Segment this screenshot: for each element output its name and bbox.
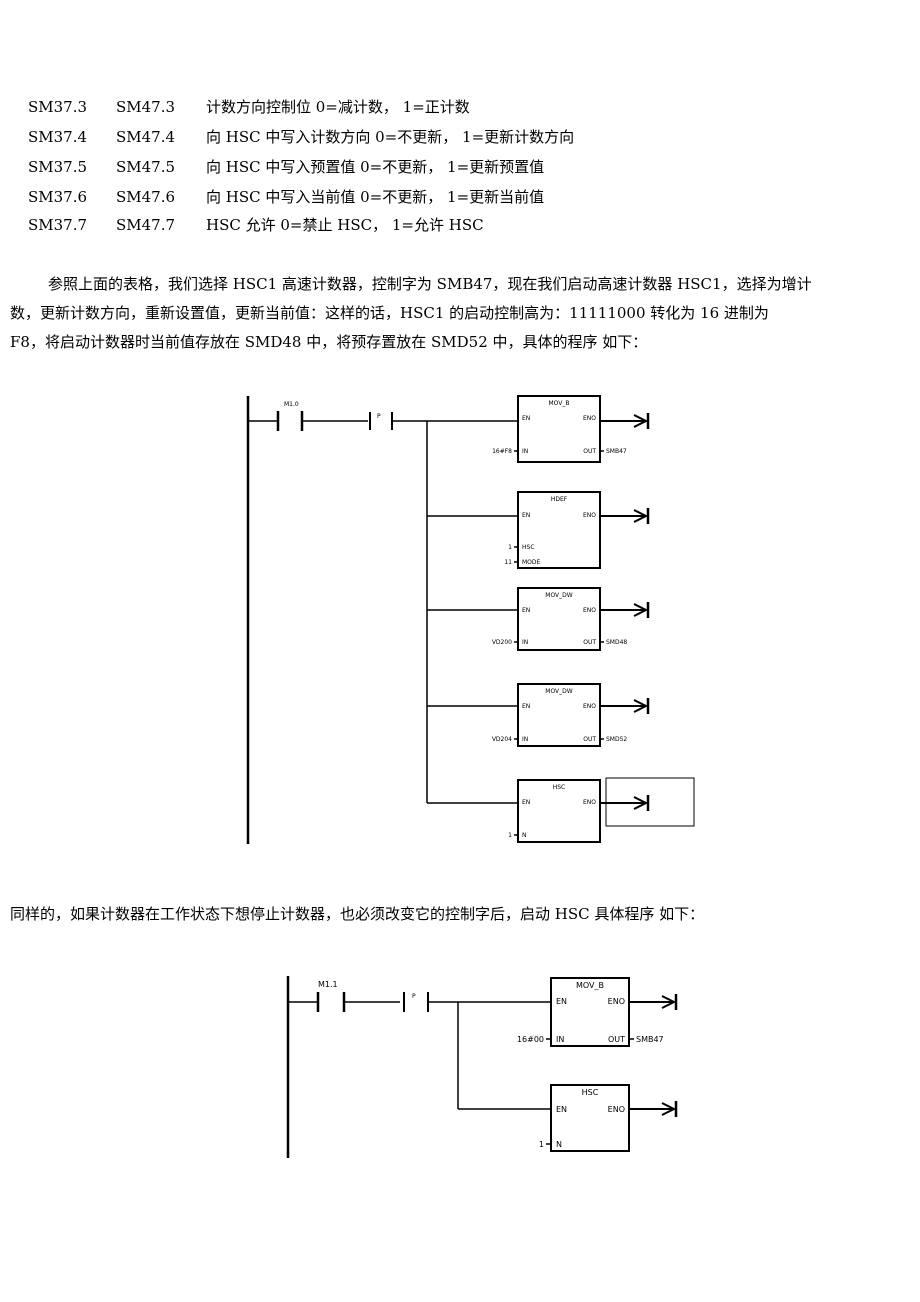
in-value: 16#00 <box>517 1035 544 1044</box>
paragraph-line: 参照上面的表格，我们选择 HSC1 高速计数器，控制字为 SMB47，现在我们启… <box>48 275 812 293</box>
in-pin: IN <box>522 639 528 646</box>
mode-value: 11 <box>504 559 512 566</box>
branch-wires <box>457 1002 551 1110</box>
block-title: HDEF <box>551 496 568 503</box>
n-value: 1 <box>508 832 512 839</box>
sm47-bit: SM47.3 <box>116 98 176 116</box>
mode-pin: MODE <box>522 559 541 566</box>
ladder-diagram-1: M1.0 P MOV_B EN ENO IN OUT 16#F8 SMB47 H… <box>246 395 695 844</box>
paragraph-line: F8，将启动计数器时当前值存放在 SMD48 中，将预存置放在 SMD52 中，… <box>10 333 648 351</box>
bit-description: 计数方向控制位 0=减计数， 1=正计数 <box>206 98 470 116</box>
mov-b-block: MOV_B EN ENO IN OUT 16#F8 SMB47 <box>492 395 650 463</box>
sm37-bit: SM37.7 <box>28 216 88 234</box>
n-pin: N <box>522 832 527 839</box>
block-title: MOV_DW <box>545 688 573 695</box>
out-pin: OUT <box>583 736 596 743</box>
hsc-block: HSC EN ENO N 1 <box>508 777 695 843</box>
m10-contact: M1.0 <box>248 401 368 431</box>
out-value: SMD48 <box>606 639 627 646</box>
contact-label: M1.0 <box>284 401 299 408</box>
bit-description: HSC 允许 0=禁止 HSC， 1=允许 HSC <box>206 216 484 234</box>
hsc-value: 1 <box>508 544 512 551</box>
in-value: 16#F8 <box>492 448 512 455</box>
in-pin: IN <box>556 1035 564 1044</box>
en-pin: EN <box>522 607 530 614</box>
out-value: SMB47 <box>606 448 627 455</box>
eno-pin: ENO <box>583 799 596 806</box>
in-value: VD204 <box>492 736 512 743</box>
mov-dw-block: MOV_DW EN ENO IN OUT VD204 SMD52 <box>492 683 650 747</box>
block-title: HSC <box>582 1088 599 1097</box>
sm47-bit: SM47.4 <box>116 128 176 146</box>
sm47-bit: SM47.6 <box>116 188 176 206</box>
sm47-bit: SM47.5 <box>116 158 176 176</box>
contact-label: M1.1 <box>318 980 338 989</box>
paragraph-line: 数，更新计数方向，重新设置值，更新当前值：这样的话，HSC1 的启动控制高为：1… <box>10 304 769 322</box>
hsc-block: HSC EN ENO N 1 <box>539 1084 678 1152</box>
edge-label: P <box>412 993 416 1000</box>
block-title: MOV_DW <box>545 592 573 599</box>
out-pin: OUT <box>608 1035 625 1044</box>
bit-description: 向 HSC 中写入预置值 0=不更新， 1=更新预置值 <box>206 158 545 176</box>
positive-edge-contact: P <box>403 992 551 1012</box>
mov-b-block: MOV_B EN ENO IN OUT 16#00 SMB47 <box>517 977 678 1047</box>
out-value: SMB47 <box>636 1035 664 1044</box>
eno-pin: ENO <box>608 997 625 1006</box>
block-title: HSC <box>553 784 566 791</box>
n-pin: N <box>556 1140 562 1149</box>
bit-description: 向 HSC 中写入计数方向 0=不更新， 1=更新计数方向 <box>206 128 575 146</box>
eno-pin: ENO <box>608 1105 625 1114</box>
block-title: MOV_B <box>576 981 604 990</box>
branch-wires <box>426 421 518 804</box>
in-value: VD200 <box>492 639 512 646</box>
m11-contact: M1.1 <box>288 980 400 1012</box>
block-title: MOV_B <box>548 400 569 407</box>
en-pin: EN <box>522 703 530 710</box>
eno-pin: ENO <box>583 607 596 614</box>
edge-label: P <box>377 413 381 420</box>
eno-pin: ENO <box>583 512 596 519</box>
positive-edge-contact: P <box>369 412 518 430</box>
in-pin: IN <box>522 448 528 455</box>
in-pin: IN <box>522 736 528 743</box>
hdef-block: HDEF EN ENO HSC MODE 1 11 <box>504 491 650 569</box>
en-pin: EN <box>522 799 530 806</box>
eno-pin: ENO <box>583 703 596 710</box>
ladder-diagram-2: M1.1 P MOV_B EN ENO IN OUT 16#00 SMB47 H… <box>286 976 678 1158</box>
sm47-bit: SM47.7 <box>116 216 176 234</box>
eno-pin: ENO <box>583 415 596 422</box>
sm37-bit: SM37.4 <box>28 128 88 146</box>
out-pin: OUT <box>583 639 596 646</box>
en-pin: EN <box>522 415 530 422</box>
hsc-pin: HSC <box>522 544 535 551</box>
en-pin: EN <box>522 512 530 519</box>
sm37-bit: SM37.3 <box>28 98 88 116</box>
sm37-bit: SM37.6 <box>28 188 88 206</box>
mov-dw-block: MOV_DW EN ENO IN OUT VD200 SMD48 <box>492 587 650 651</box>
sm37-bit: SM37.5 <box>28 158 88 176</box>
en-pin: EN <box>556 1105 567 1114</box>
out-value: SMD52 <box>606 736 627 743</box>
n-value: 1 <box>539 1140 544 1149</box>
bit-description: 向 HSC 中写入当前值 0=不更新， 1=更新当前值 <box>206 188 545 206</box>
en-pin: EN <box>556 997 567 1006</box>
out-pin: OUT <box>583 448 596 455</box>
paragraph-line: 同样的，如果计数器在工作状态下想停止计数器，也必须改变它的控制字后，启动 HSC… <box>10 905 705 923</box>
